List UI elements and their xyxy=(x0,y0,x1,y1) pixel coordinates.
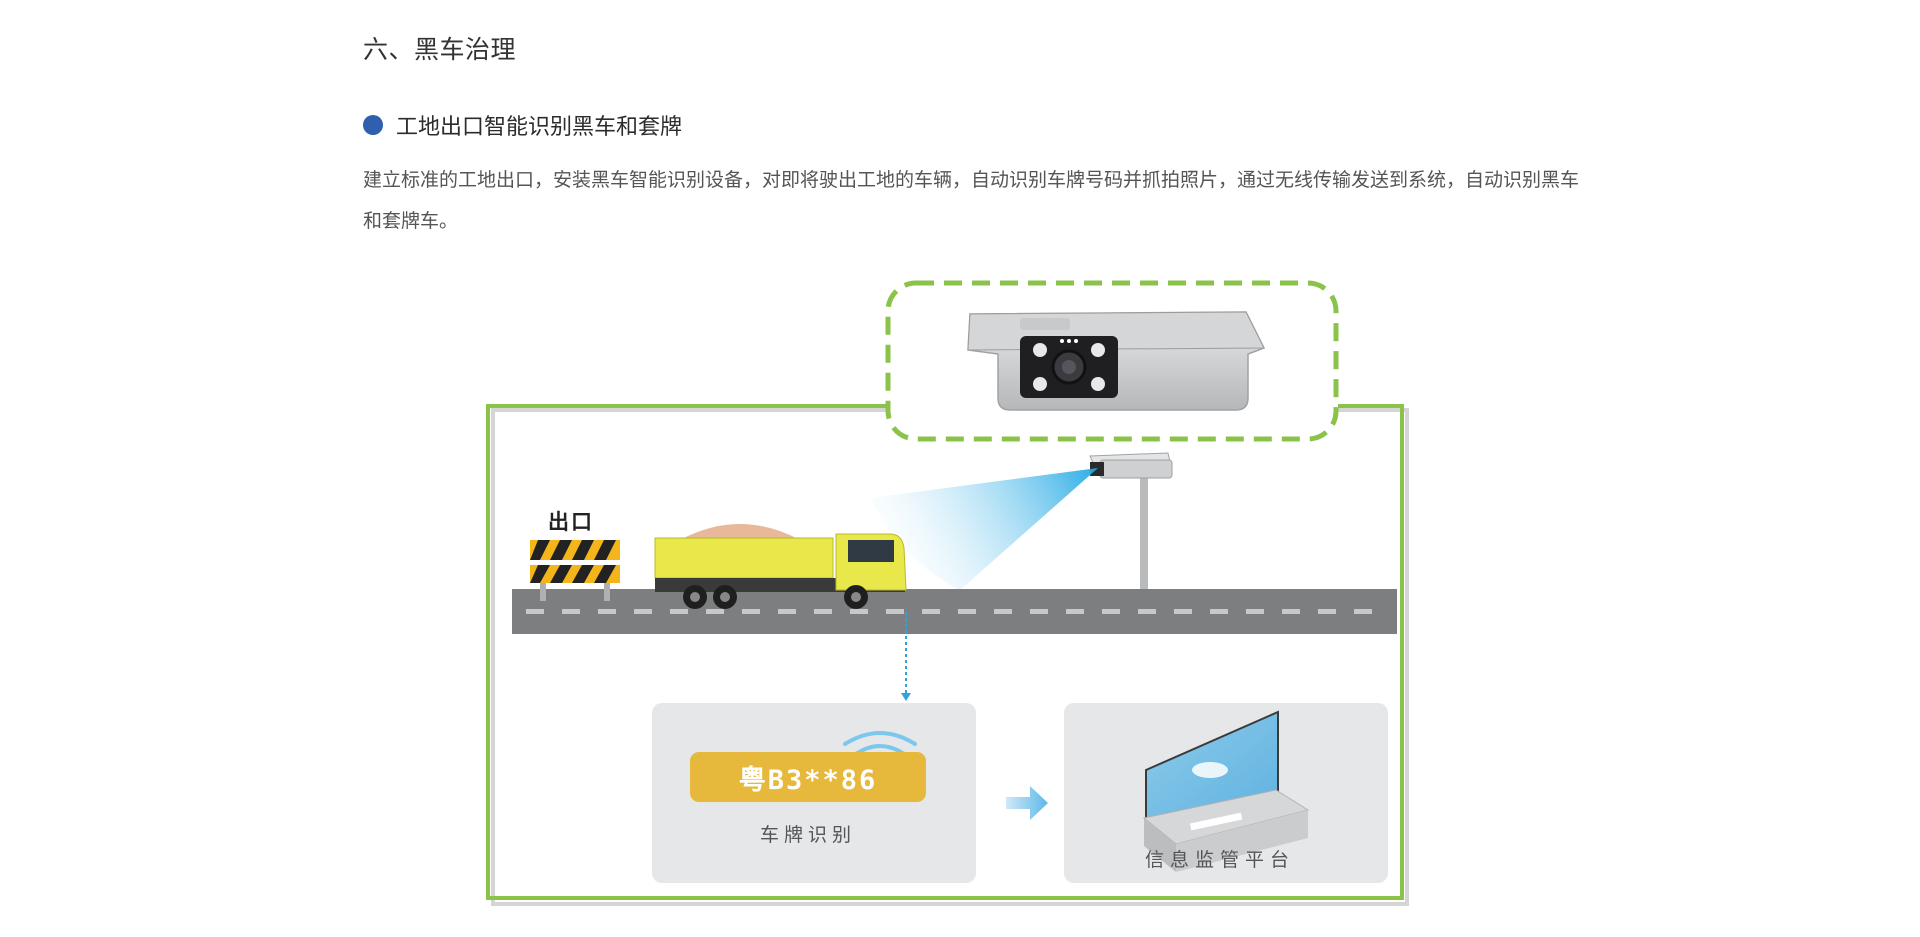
subsection-title: 工地出口智能识别黑车和套牌 xyxy=(396,115,683,140)
dump-truck-icon xyxy=(654,524,907,609)
description-paragraph: 建立标准的工地出口，安装黑车智能识别设备，对即将驶出工地的车辆，自动识别车牌号码… xyxy=(363,169,1580,232)
bullet-dot-icon xyxy=(363,115,383,135)
large-camera-icon xyxy=(967,311,1266,411)
monitoring-platform-icon xyxy=(1142,710,1310,872)
exit-sign-label: 出口 xyxy=(548,510,594,534)
outer-frame xyxy=(486,404,1404,900)
section-title: 六、黑车治理 xyxy=(363,35,517,64)
pole-camera-icon xyxy=(1089,452,1173,603)
exit-barricade-icon xyxy=(530,540,620,601)
license-plate: 粤B3**86 xyxy=(690,752,926,802)
flow-arrow-icon xyxy=(1006,786,1048,820)
plate-recognition-caption: 车牌识别 xyxy=(759,824,856,846)
scan-beam xyxy=(870,468,1098,590)
subsection-heading: 工地出口智能识别黑车和套牌 xyxy=(363,110,682,140)
road-lane-markings xyxy=(526,609,1372,614)
monitoring-platform-caption: 信息监管平台 xyxy=(1144,849,1295,871)
